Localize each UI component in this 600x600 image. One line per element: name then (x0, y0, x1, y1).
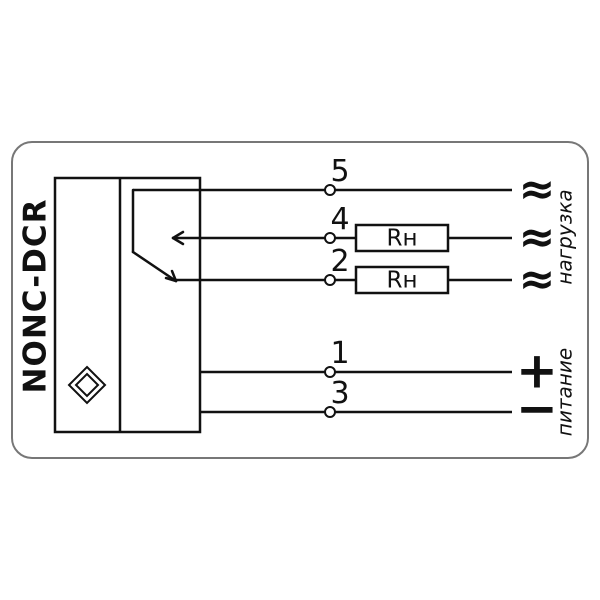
diamond-outer (67, 365, 107, 405)
ac-symbol-icon-middle: ≈ (519, 212, 556, 263)
load-label: нагрузка (553, 189, 577, 284)
resistor-label-bottom: Rн (386, 268, 417, 294)
terminal-number-2: 2 (330, 244, 349, 279)
resistor-label-top: Rн (386, 226, 417, 252)
switch-blade (131, 250, 178, 283)
switch-contact-icon (131, 188, 185, 283)
load-resistors: Rн Rн (354, 223, 450, 295)
terminal-circles (324, 184, 336, 418)
terminal-circle-2 (324, 274, 336, 286)
sensor-outline (53, 176, 202, 434)
terminal-number-5: 5 (330, 154, 349, 189)
sensor-body (53, 176, 202, 434)
terminal-number-3: 3 (330, 376, 349, 411)
model-name-label: NONC-DCR (18, 199, 54, 394)
switch-blade-arrow-b (170, 269, 178, 283)
sensor-diamond-icon (67, 365, 107, 405)
switch-blade-arrow-a (164, 276, 178, 283)
terminal-circle-5 (324, 184, 336, 196)
terminal-numbers: 5 4 2 1 3 (330, 154, 349, 411)
polarity-symbols: + − (516, 342, 558, 438)
terminal-number-1: 1 (330, 336, 349, 371)
resistor-box-top (354, 223, 450, 253)
ac-symbol-icon-top: ≈ (519, 164, 556, 215)
ac-symbol-icon-bottom: ≈ (519, 254, 556, 305)
resistor-box-bottom (354, 265, 450, 295)
terminal-circle-4 (324, 232, 336, 244)
ac-symbols: ≈ ≈ ≈ (519, 164, 556, 305)
minus-icon: − (516, 380, 558, 438)
diamond-inner (74, 372, 100, 398)
terminal-circle-3 (324, 406, 336, 418)
plus-icon: + (516, 342, 558, 400)
terminal-circle-1 (324, 366, 336, 378)
terminal-number-4: 4 (330, 202, 349, 237)
power-label: питание (553, 348, 577, 436)
